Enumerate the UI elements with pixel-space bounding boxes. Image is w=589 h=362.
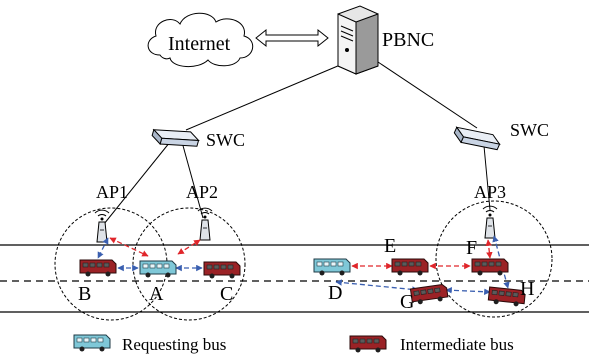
bus-h-label: H bbox=[520, 278, 534, 300]
bus-c-intermediate-icon bbox=[203, 261, 241, 279]
bus-c-label: C bbox=[220, 283, 233, 305]
legend-requesting-bus-icon bbox=[73, 334, 111, 352]
ap2-coverage-circle bbox=[132, 207, 246, 321]
bus-f-intermediate-icon bbox=[471, 258, 509, 276]
red-communication-links bbox=[109, 237, 493, 270]
bus-e-label: E bbox=[384, 235, 396, 257]
ap3-label: AP3 bbox=[474, 182, 506, 202]
switch-right-icon bbox=[451, 119, 503, 158]
ap1-antenna-icon bbox=[94, 209, 110, 243]
legend-requesting-bus-label: Requesting bus bbox=[122, 335, 226, 354]
internet-cloud-icon bbox=[147, 12, 254, 67]
bus-g-label: G bbox=[400, 291, 414, 313]
pbnc-label: PBNC bbox=[382, 29, 434, 51]
ap2-antenna-icon bbox=[197, 207, 213, 241]
legend-intermediate-bus-label: Intermediate bus bbox=[400, 335, 514, 354]
link-swc-ap2 bbox=[181, 141, 204, 219]
ap3-antenna-icon bbox=[482, 205, 498, 239]
internet-label: Internet bbox=[168, 33, 231, 55]
bus-d-requesting-icon bbox=[313, 258, 351, 276]
swc-right-label: SWC bbox=[510, 120, 549, 140]
bus-d-label: D bbox=[328, 282, 342, 304]
legend-intermediate-bus-icon bbox=[349, 335, 387, 353]
ap1-label: AP1 bbox=[96, 182, 128, 202]
pbnc-server-icon bbox=[337, 5, 379, 75]
ap2-label: AP2 bbox=[186, 182, 218, 202]
bus-f-label: F bbox=[466, 237, 477, 259]
bus-g-intermediate-icon bbox=[409, 283, 449, 306]
link-pbnc-swc-right bbox=[377, 61, 478, 129]
bus-a-requesting-icon bbox=[139, 260, 177, 278]
bus-e-intermediate-icon bbox=[391, 258, 429, 276]
bus-b-label: B bbox=[78, 283, 91, 305]
link-swc-ap3 bbox=[483, 145, 491, 211]
bus-a-label: A bbox=[149, 283, 164, 305]
link-swc-ap1 bbox=[103, 141, 171, 225]
link-pbnc-swc-left bbox=[185, 59, 353, 131]
ap3-coverage-circle bbox=[435, 200, 553, 318]
bus-b-intermediate-icon bbox=[79, 259, 117, 277]
swc-left-label: SWC bbox=[206, 130, 245, 150]
internet-pbnc-double-arrow bbox=[255, 28, 329, 48]
